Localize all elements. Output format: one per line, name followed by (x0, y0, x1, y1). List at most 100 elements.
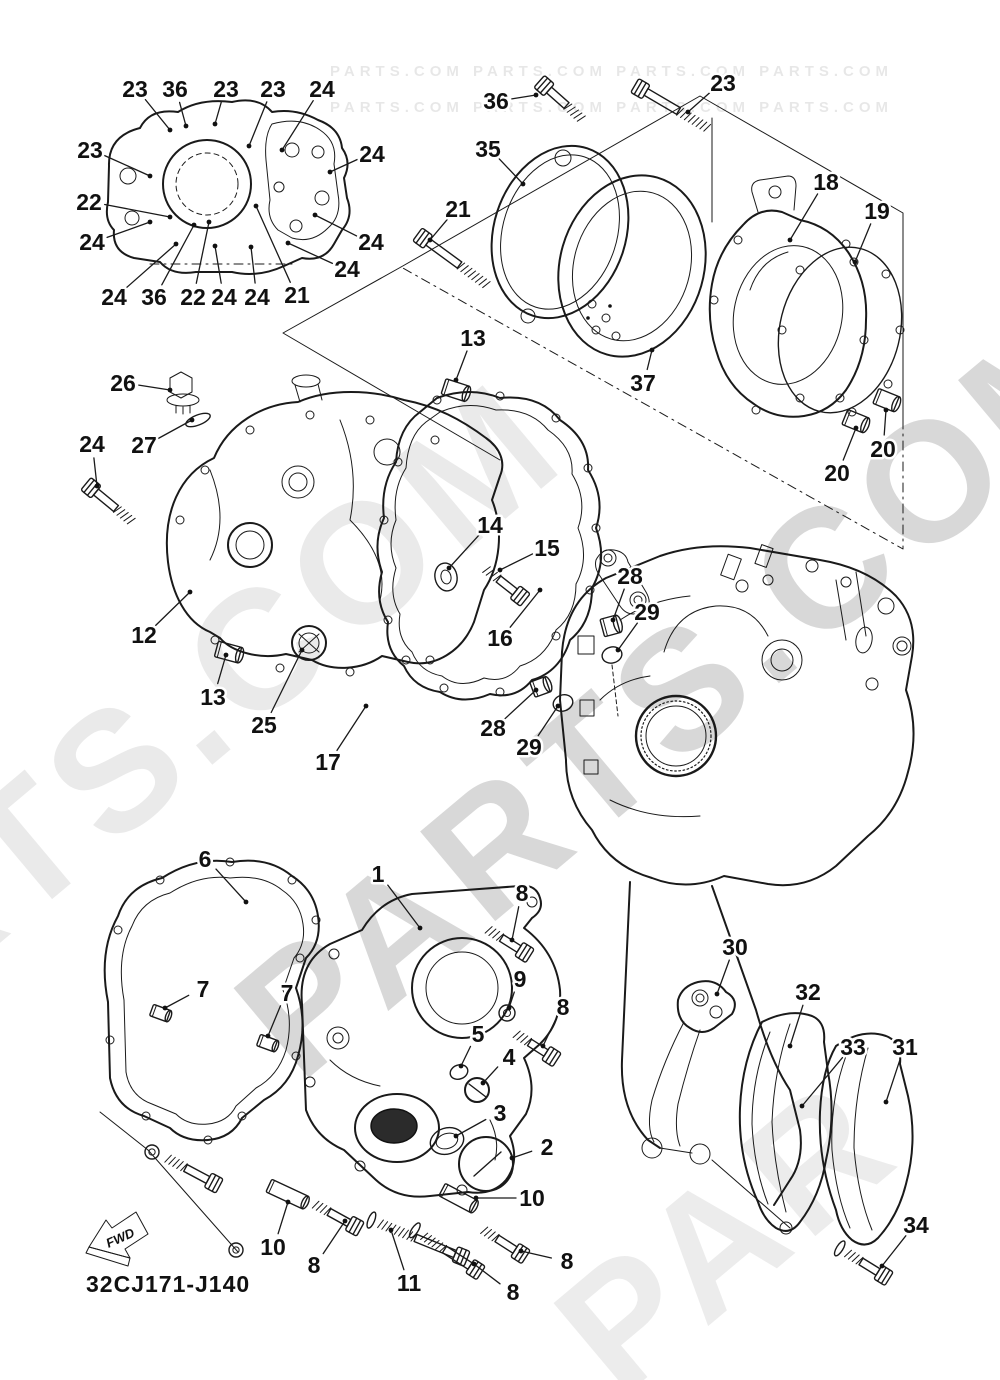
callout-leader (336, 705, 367, 752)
callout-target-dot (453, 1133, 459, 1139)
crankcase-right-half (559, 544, 915, 1235)
callout-target-dot (787, 1043, 793, 1049)
part-number-label: 24 (101, 284, 127, 310)
callout-leader (214, 101, 222, 125)
callout-leader (789, 193, 819, 241)
part-number-label: 31 (892, 1034, 918, 1060)
callout-target-dot (212, 121, 218, 127)
bolt (366, 1211, 471, 1267)
callout-leader (277, 1201, 289, 1235)
dowel-pin (213, 640, 245, 664)
part-number-label: 20 (870, 436, 896, 462)
callout-leader (885, 1059, 901, 1103)
o-ring (185, 412, 211, 428)
part-number-label: 19 (864, 198, 890, 224)
callout-leader (387, 884, 421, 929)
part-number-label: 26 (110, 370, 136, 396)
callout-target-dot (473, 1195, 479, 1201)
callout-target-dot (509, 937, 515, 943)
part-number-label: 24 (358, 229, 384, 255)
washer (144, 1144, 160, 1160)
callout-target-dot (615, 647, 621, 653)
callout-leader (881, 1235, 907, 1267)
callout-target-dot (147, 173, 153, 179)
callout-target-dot (883, 1099, 889, 1105)
callout-target-dot (187, 589, 193, 595)
part-number-label: 16 (487, 625, 513, 651)
callout-target-dot (162, 1005, 168, 1011)
part-number-label: 24 (359, 141, 385, 167)
fwd-label: FWD (104, 1225, 138, 1251)
bolt (482, 566, 531, 607)
part-number-label: 24 (79, 229, 105, 255)
dowel-pin (841, 409, 871, 434)
callout-target-dot (533, 92, 539, 98)
part-number-label: 29 (516, 734, 542, 760)
part-number-label: 22 (76, 189, 102, 215)
part-number-label: 12 (131, 622, 157, 648)
part-number-label: 36 (141, 284, 167, 310)
callout-target-dot (480, 1080, 486, 1086)
oil-filler-cap-26 (166, 371, 200, 415)
part-number-label: 13 (200, 684, 226, 710)
callout-leader (789, 1004, 804, 1047)
part-number-label: 13 (460, 325, 486, 351)
part-number-label: 37 (630, 370, 656, 396)
part-number-label: 4 (503, 1044, 516, 1070)
callout-leader (511, 94, 537, 100)
bracket-30 (648, 980, 736, 1147)
o-ring (498, 1004, 516, 1022)
callout-leader (281, 100, 314, 151)
callout-target-dot (206, 219, 212, 225)
timing-cap-2 (458, 1136, 514, 1192)
callout-leader (687, 91, 712, 113)
cover-31 (818, 1032, 914, 1246)
bolt (80, 477, 136, 525)
bolt (408, 1222, 486, 1280)
bolt (534, 75, 586, 122)
callout-target-dot (610, 617, 616, 623)
part-number-label: 32 (795, 979, 821, 1005)
callout-target-dot (299, 647, 305, 653)
part-number-label: 23 (260, 76, 286, 102)
part-number-label: 34 (903, 1212, 929, 1238)
callout-target-dot (685, 109, 691, 115)
part-number-label: 11 (397, 1270, 422, 1296)
callout-leader (329, 158, 358, 173)
callout-leader (511, 906, 520, 941)
callout-leader (178, 101, 187, 127)
cover-37 (557, 174, 707, 358)
clutch-cover-12 (165, 374, 504, 677)
callout-leader (195, 221, 210, 284)
callout-target-dot (279, 147, 285, 153)
part-number-label: 21 (445, 196, 471, 222)
callout-target-dot (555, 703, 561, 709)
part-number-label: 8 (516, 880, 529, 906)
dowel-pin (438, 1183, 479, 1214)
callout-leader (504, 689, 537, 720)
callout-leader (612, 588, 625, 621)
callout-leader (93, 457, 98, 487)
part-number-label: 6 (199, 846, 212, 872)
callout-leader (164, 994, 190, 1009)
part-number-label: 8 (507, 1279, 520, 1305)
gasket-17 (376, 391, 603, 701)
callout-leader (250, 246, 256, 284)
part-number-label: 8 (557, 994, 570, 1020)
callout-target-dot (388, 1227, 394, 1233)
bolt (630, 78, 712, 132)
callout-target-dot (533, 687, 539, 693)
callout-target-dot (223, 652, 229, 658)
part-number-label: 22 (180, 284, 206, 310)
bolt (412, 227, 491, 289)
callout-leader (270, 649, 303, 714)
callout-leader (217, 654, 227, 685)
part-number-label: 24 (334, 256, 360, 282)
callout-target-dot (497, 567, 503, 573)
part-number-label: 15 (534, 535, 560, 561)
callout-target-dot (427, 237, 433, 243)
crankcase-gasket-top (105, 99, 351, 275)
watermark-text: PAR (522, 1041, 932, 1380)
dowel-pin (440, 378, 472, 403)
